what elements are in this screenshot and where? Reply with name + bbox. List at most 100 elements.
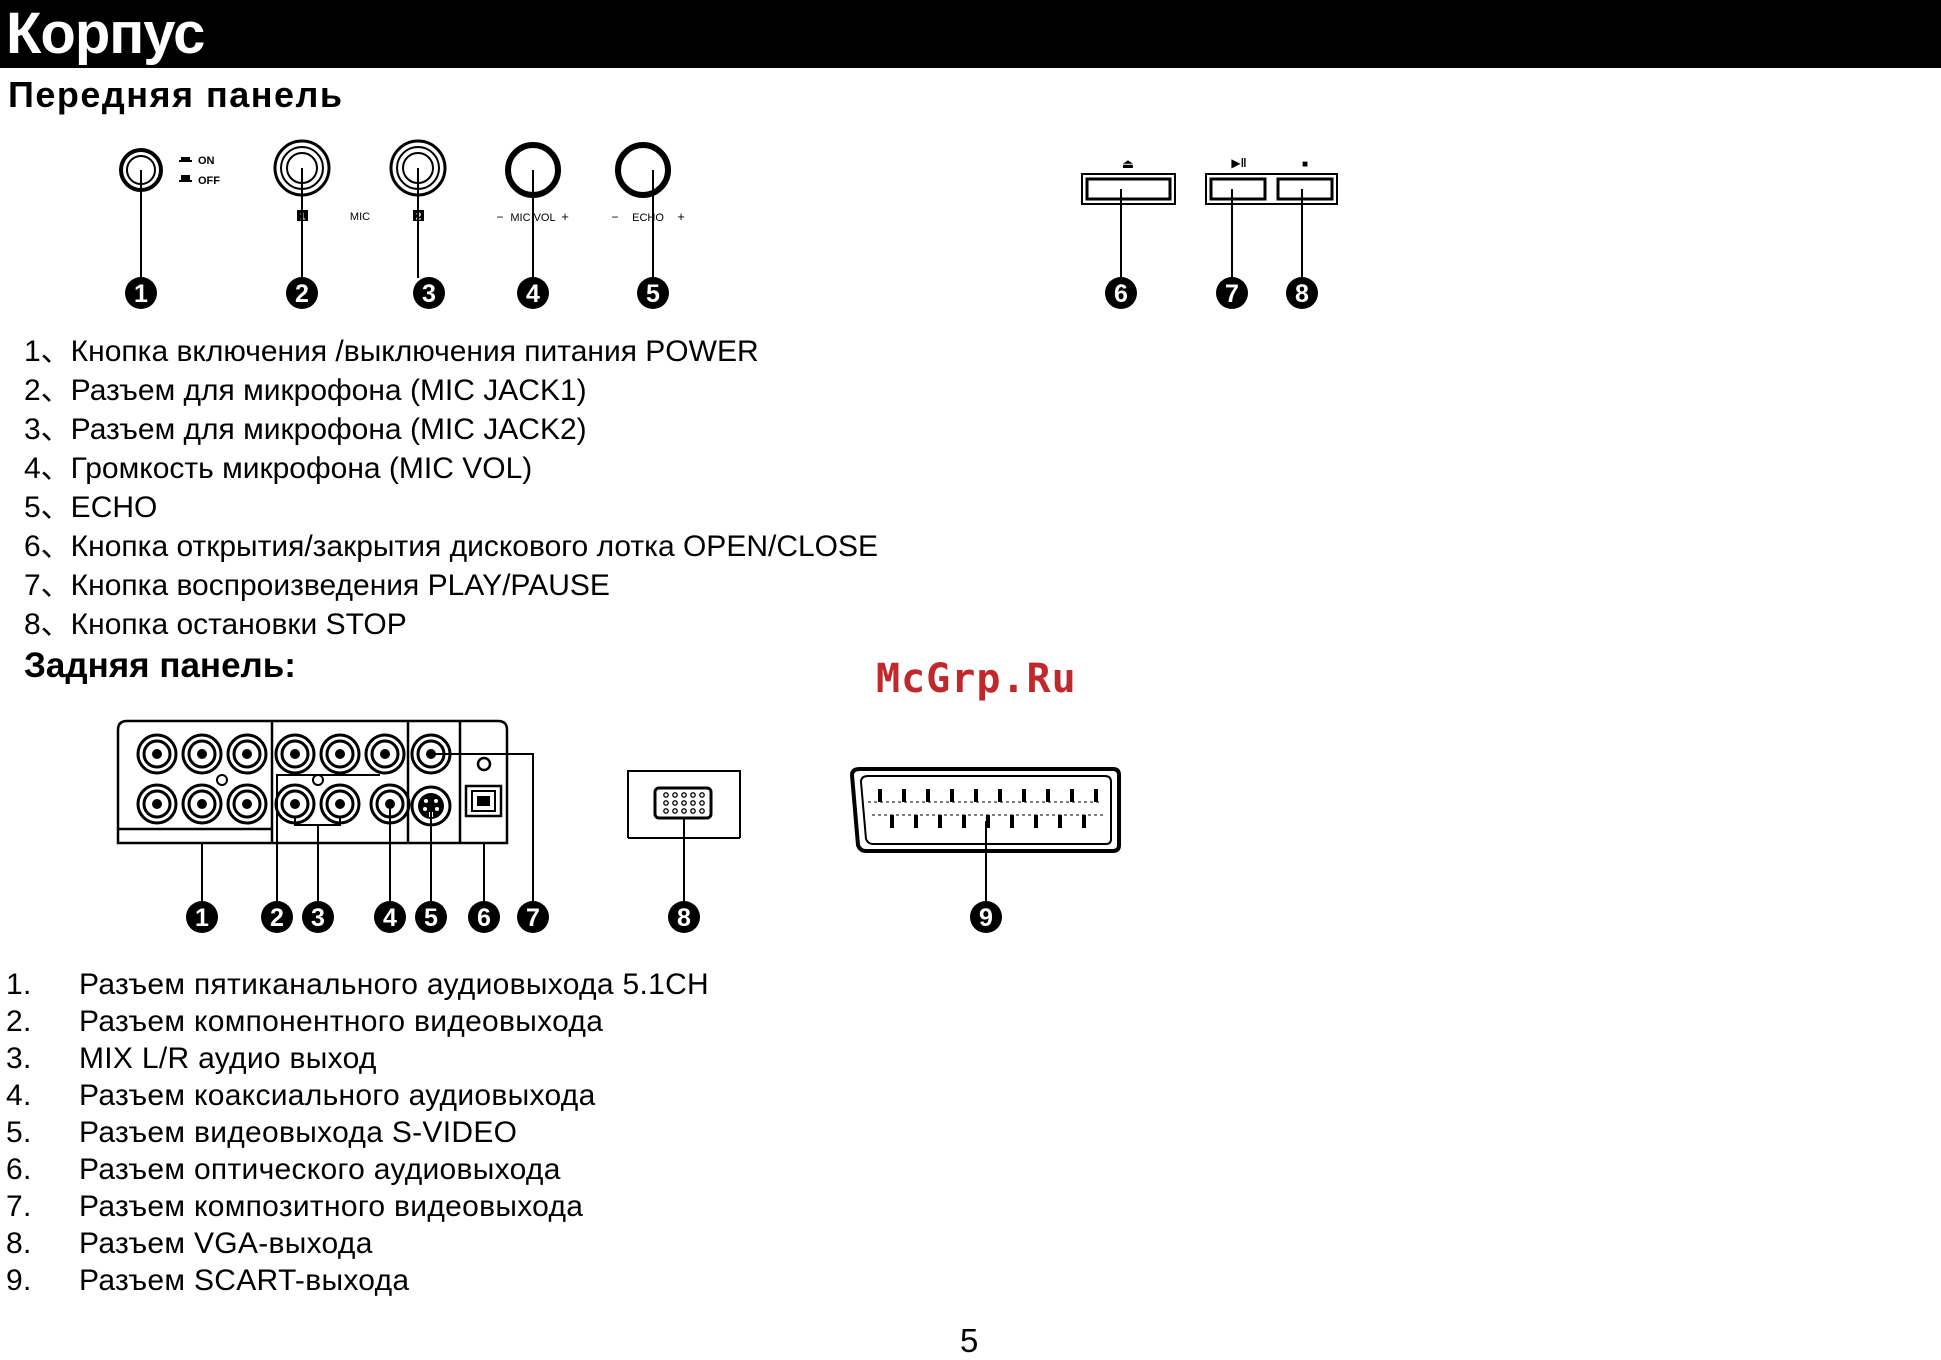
stop-icon: ■	[1302, 159, 1308, 170]
svg-text:8: 8	[677, 904, 691, 932]
front-callout-2: 2	[286, 277, 318, 309]
rear-callout-7: 7	[517, 901, 549, 933]
page-number: 5	[960, 1322, 979, 1359]
rear-callout-8: 8	[668, 901, 700, 933]
list-item-number: 8.	[6, 1227, 32, 1260]
rear-callout-4: 4	[374, 901, 406, 933]
rear-callout-9: 9	[970, 901, 1002, 933]
svg-text:9: 9	[979, 904, 993, 932]
mix-lr-jacks	[274, 774, 361, 825]
list-item-number: 6.	[6, 1153, 32, 1186]
play-pause-icon: ▶ǁ	[1231, 156, 1246, 170]
page-title: Корпус	[6, 1, 205, 66]
list-item: 6、Кнопка открытия/закрытия дискового лот…	[24, 530, 879, 563]
front-callout-7: 7	[1216, 277, 1248, 309]
svg-text:4: 4	[526, 280, 540, 308]
svg-text:6: 6	[1114, 280, 1128, 308]
front-panel-diagram: ON OFF 1 MIC 2 − MIC VOL + − ECHO + ⏏ ▶ǁ…	[119, 139, 1338, 309]
front-panel-title: Передняя панель	[8, 74, 344, 115]
play-pause-button	[1209, 177, 1267, 201]
rear-panel-list: 1. Разъем пятиканального аудиовыхода 5.1C…	[6, 966, 709, 1299]
watermark: McGrp.Ru	[876, 656, 1077, 702]
list-item: 8. Разъем VGA-выхода	[6, 1225, 709, 1262]
play-stop-frame	[1205, 173, 1338, 205]
echo-minus: −	[611, 210, 618, 224]
front-panel-list: 1、Кнопка включения /выключения питания P…	[24, 332, 878, 644]
list-item: 2. Разъем компонентного видеовыхода	[6, 1003, 709, 1040]
list-item: 2、Разъем для микрофона (MIC JACK1)	[24, 374, 587, 407]
list-item: 8、Кнопка остановки STOP	[24, 608, 407, 641]
echo-plus: +	[677, 209, 685, 224]
rear-panel-diagram: 1 2 3 4 5 6 7 8 9	[116, 719, 1121, 933]
optical-indicator	[476, 756, 492, 772]
list-item: 4. Разъем коаксиального аудиовыхода	[6, 1077, 709, 1114]
front-callout-3: 3	[413, 277, 445, 309]
echo-knob	[615, 142, 671, 198]
svg-text:3: 3	[422, 280, 436, 308]
list-item: 4、Громкость микрофона (MIC VOL)	[24, 452, 533, 485]
mic-vol-plus: +	[561, 209, 569, 224]
front-callout-8: 8	[1286, 277, 1318, 309]
rear-callout-6: 6	[468, 901, 500, 933]
svg-text:8: 8	[1295, 280, 1309, 308]
rear-callout-5: 5	[415, 901, 447, 933]
svg-text:4: 4	[383, 904, 397, 932]
svg-text:7: 7	[526, 904, 540, 932]
power-off-label: OFF	[198, 175, 220, 187]
rear-callout-1: 1	[186, 901, 218, 933]
svg-text:1: 1	[134, 280, 148, 308]
svg-text:3: 3	[311, 904, 325, 932]
list-item-text: Разъем оптического аудиовыхода	[79, 1153, 561, 1186]
list-item: 9. Разъем SCART-выхода	[6, 1262, 709, 1299]
rear-leader-lines	[201, 753, 534, 902]
front-callout-4: 4	[517, 277, 549, 309]
svg-text:7: 7	[1225, 280, 1239, 308]
front-callout-1: 1	[125, 277, 157, 309]
scart-connector	[849, 767, 1121, 902]
open-close-button	[1081, 173, 1176, 205]
list-item-number: 1.	[6, 968, 32, 1001]
list-item-number: 5.	[6, 1116, 32, 1149]
svg-text:5: 5	[424, 904, 438, 932]
list-item-text: Разъем коаксиального аудиовыхода	[79, 1079, 596, 1112]
component-video-jacks	[274, 733, 406, 775]
list-item: 3. MIX L/R аудио выход	[6, 1040, 709, 1077]
list-item-number: 7.	[6, 1190, 32, 1223]
list-item: 3、Разъем для микрофона (MIC JACK2)	[24, 413, 587, 446]
vga-connector	[627, 770, 741, 902]
audio-5-1-jacks	[136, 733, 268, 825]
list-item-text: Разъем пятиканального аудиовыхода 5.1CH	[79, 968, 709, 1001]
stop-button	[1276, 177, 1334, 201]
list-item-text: Разъем композитного видеовыхода	[79, 1190, 584, 1223]
svg-text:6: 6	[477, 904, 491, 932]
svg-text:2: 2	[295, 280, 309, 308]
front-callout-6: 6	[1105, 277, 1137, 309]
rear-connector-block	[116, 719, 509, 845]
rear-callout-3: 3	[302, 901, 334, 933]
optical-jack	[464, 784, 503, 818]
list-item-text: Разъем VGA-выхода	[79, 1227, 373, 1260]
svg-text:2: 2	[270, 904, 284, 932]
list-item-text: Разъем SCART-выхода	[79, 1264, 410, 1297]
list-item-number: 9.	[6, 1264, 32, 1297]
mic-label: MIC	[350, 211, 370, 223]
list-item-text: MIX L/R аудио выход	[79, 1042, 377, 1075]
rear-panel-title: Задняя панель:	[24, 646, 296, 685]
list-item: 1、Кнопка включения /выключения питания P…	[24, 335, 759, 368]
list-item-text: Разъем видеовыхода S-VIDEO	[79, 1116, 518, 1149]
list-item: 7、Кнопка воспроизведения PLAY/PAUSE	[24, 569, 610, 602]
echo-label: ECHO	[632, 212, 664, 224]
page-header: Корпус	[0, 0, 1941, 68]
list-item-number: 2.	[6, 1005, 32, 1038]
svg-text:5: 5	[646, 280, 660, 308]
list-item-text: Разъем компонентного видеовыхода	[79, 1005, 604, 1038]
list-item: 5、ECHO	[24, 491, 158, 524]
power-on-label: ON	[198, 155, 215, 167]
list-item-number: 4.	[6, 1079, 32, 1112]
front-leader-lines	[140, 168, 1303, 278]
eject-icon: ⏏	[1122, 156, 1134, 171]
list-item: 1. Разъем пятиканального аудиовыхода 5.1C…	[6, 966, 709, 1003]
front-callout-5: 5	[637, 277, 669, 309]
list-item-number: 3.	[6, 1042, 32, 1075]
rear-callout-2: 2	[261, 901, 293, 933]
